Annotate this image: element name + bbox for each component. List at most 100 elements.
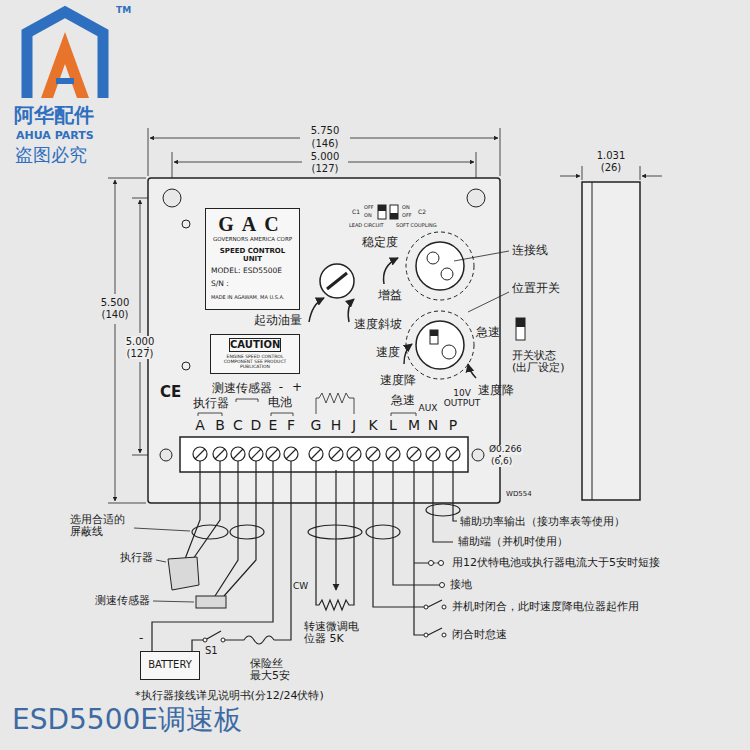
terminal-letter-holder: C: [233, 418, 243, 433]
switch-label: OFF: [364, 205, 374, 211]
wiring-note-holder: 并机时闭合，此时速度降电位器起作用: [452, 601, 639, 613]
part-label: 速度斜坡: [354, 318, 402, 331]
dashed-outline: [406, 311, 474, 379]
wiring-note-holder: 选用合适的 屏蔽线: [70, 514, 132, 538]
switch-label-holder: ON: [402, 205, 410, 211]
part-label: 起动油量: [254, 314, 302, 327]
switch-symbol-lever: [516, 318, 525, 327]
dimension-text: (26): [601, 162, 622, 173]
switch-name-holder: S1: [205, 645, 218, 656]
wire: [453, 461, 457, 521]
control-board: [148, 178, 500, 503]
dimension-text: (140): [102, 309, 129, 320]
adjust-arrow: [404, 344, 412, 364]
drawing-number: WD554: [506, 491, 532, 499]
dip-switch: [378, 205, 386, 219]
switch-contact: [442, 633, 446, 637]
node-text: MADE IN AGAWAM, MA U.S.A.: [211, 295, 294, 301]
terminal-letter: D: [251, 418, 262, 433]
terminal-group-label: 测速传感器: [212, 382, 272, 395]
dimension-text-holder: (6,6): [490, 457, 513, 467]
pot-screw: [441, 268, 453, 280]
shield-ellipse: [230, 525, 264, 539]
screw-slot: [195, 449, 458, 459]
wire: [393, 461, 439, 585]
dimension-text: 5.000: [125, 336, 156, 347]
dimension-text-holder: (26): [601, 162, 622, 173]
resistor-symbol: [316, 393, 354, 414]
node-text: MODEL: ESD5500E: [211, 267, 294, 276]
terminal-letter-holder: P: [449, 418, 457, 433]
part-label: 速度: [376, 346, 400, 359]
terminal-letter: B: [215, 418, 225, 433]
dimension-line: [348, 162, 474, 163]
part-label-holder: 速度: [376, 346, 400, 359]
terminal-letter: F: [287, 418, 295, 433]
terminal-letter-holder: N: [428, 418, 438, 433]
dimension-text: 5.000: [311, 151, 340, 162]
terminal-letter-holder: D: [251, 418, 262, 433]
footnote: *执行器接线详见说明书(分12/24伏特): [135, 690, 324, 702]
terminal-group-label-holder: AUX: [419, 404, 438, 414]
wire: [224, 461, 256, 596]
rotation-mark-holder: CW: [293, 582, 308, 592]
terminal-group-label: 电池: [268, 396, 292, 409]
dimension-line: [115, 324, 116, 501]
potentiometer: [416, 242, 464, 290]
dimension-text-holder: (127): [312, 163, 339, 174]
wiring-note: 用12伏特电池或执行器电流大于5安时短接: [452, 557, 660, 569]
jumper-contact: [429, 561, 434, 566]
switch-name: S1: [205, 645, 218, 656]
terminal-letter-holder: G: [311, 418, 322, 433]
terminal-letter-holder: M: [408, 418, 420, 433]
dip-switch-lever: [390, 213, 398, 219]
wiring-note: 测速传感器: [95, 595, 150, 607]
wiring-note-holder: 辅助功率输出（接功率表等使用）: [460, 516, 625, 528]
terminal-group-label-holder: 急速: [391, 394, 415, 407]
screw: [182, 362, 190, 370]
switch-label-holder: OFF: [364, 205, 374, 211]
node-text: GAC: [211, 213, 294, 236]
mounting-hole: [467, 189, 485, 207]
part-label-holder: 急速: [476, 326, 500, 339]
screw: [182, 220, 190, 228]
dimension-line: [642, 176, 662, 177]
switch-label: ON: [402, 205, 410, 211]
terminal-group-label: AUX: [419, 404, 438, 414]
switch-contact: [203, 638, 207, 642]
dimension-text-holder: Ø0.266: [488, 445, 523, 455]
watermark-note: 盗图必究: [15, 145, 87, 165]
terminal-strip: [180, 437, 468, 472]
pot-wiper: [335, 470, 336, 590]
part-label-holder: 开关状态 (出厂设定): [512, 350, 576, 374]
dimension-text-holder: 5.000: [311, 151, 340, 162]
nameplate-label: GACGOVERNORS AMERICA CORP SPEED CONTROL U…: [205, 208, 300, 310]
wiring-note-holder: 执行器: [120, 552, 153, 564]
part-label: 急速: [476, 326, 500, 339]
polarity-sign: -: [279, 381, 283, 394]
wire: [152, 461, 273, 651]
wiring: [134, 461, 460, 651]
drawing-number-holder: WD554: [506, 491, 532, 499]
dimension-text-holder: 5.750: [311, 125, 340, 136]
wiring-note-holder: 辅助端（并机时使用）: [458, 536, 568, 548]
battery-box: BATTERY: [140, 651, 200, 680]
terminal-letter-holder: J: [352, 418, 356, 433]
dimension-line: [115, 180, 116, 294]
dimension-text-holder: 5.500: [101, 297, 130, 308]
wiring-note: 执行器: [120, 552, 153, 564]
rotation-mark: CW: [293, 582, 308, 592]
part-label: 连接线: [512, 244, 548, 257]
polarity-sign-holder: -: [279, 381, 283, 394]
dimension-line: [140, 362, 141, 453]
terminal-letter: J: [352, 418, 356, 433]
potentiometer: [416, 321, 464, 369]
adjust-arrow: [348, 299, 354, 322]
terminal-letter-holder: L: [389, 418, 397, 433]
caption: ESD5500E调速板: [12, 705, 242, 736]
wire: [192, 461, 291, 651]
switch-label-holder: OFF: [402, 213, 412, 219]
node-text: GOVERNORS AMERICA CORP: [211, 236, 294, 242]
node-text: SPEED CONTROL UNIT: [211, 247, 294, 263]
side-profile-edge: [592, 182, 593, 500]
